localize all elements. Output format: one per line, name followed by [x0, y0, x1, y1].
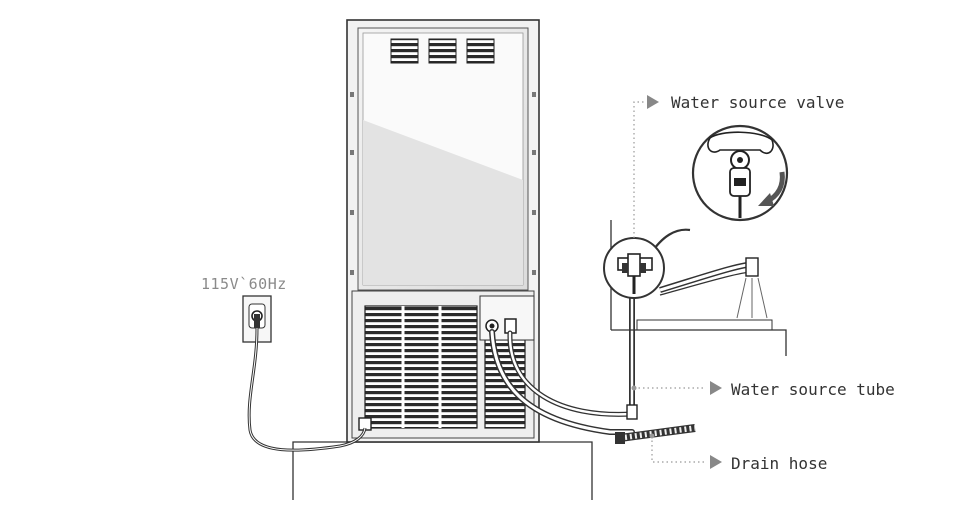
valve-detail-circle — [691, 124, 789, 222]
leader-lines — [633, 101, 706, 463]
label-drain-hose: Drain hose — [731, 454, 827, 473]
valve-magnifier — [603, 237, 665, 299]
label-water-source-valve: Water source valve — [671, 93, 844, 112]
triangle-arrow-icon — [710, 455, 722, 469]
top-vents — [390, 38, 495, 64]
drain-hose — [615, 424, 696, 444]
label-power-voltage: 115V`60Hz — [201, 275, 287, 293]
triangle-arrow-icon — [710, 381, 722, 395]
triangle-arrow-icon — [647, 95, 659, 109]
sink-faucet — [610, 220, 787, 356]
callout-arrows — [647, 95, 722, 469]
water-source-tube — [626, 292, 638, 420]
appliance-back — [346, 19, 540, 443]
label-water-source-tube: Water source tube — [731, 380, 895, 399]
hoses — [489, 329, 635, 435]
floor-lines — [292, 441, 593, 500]
